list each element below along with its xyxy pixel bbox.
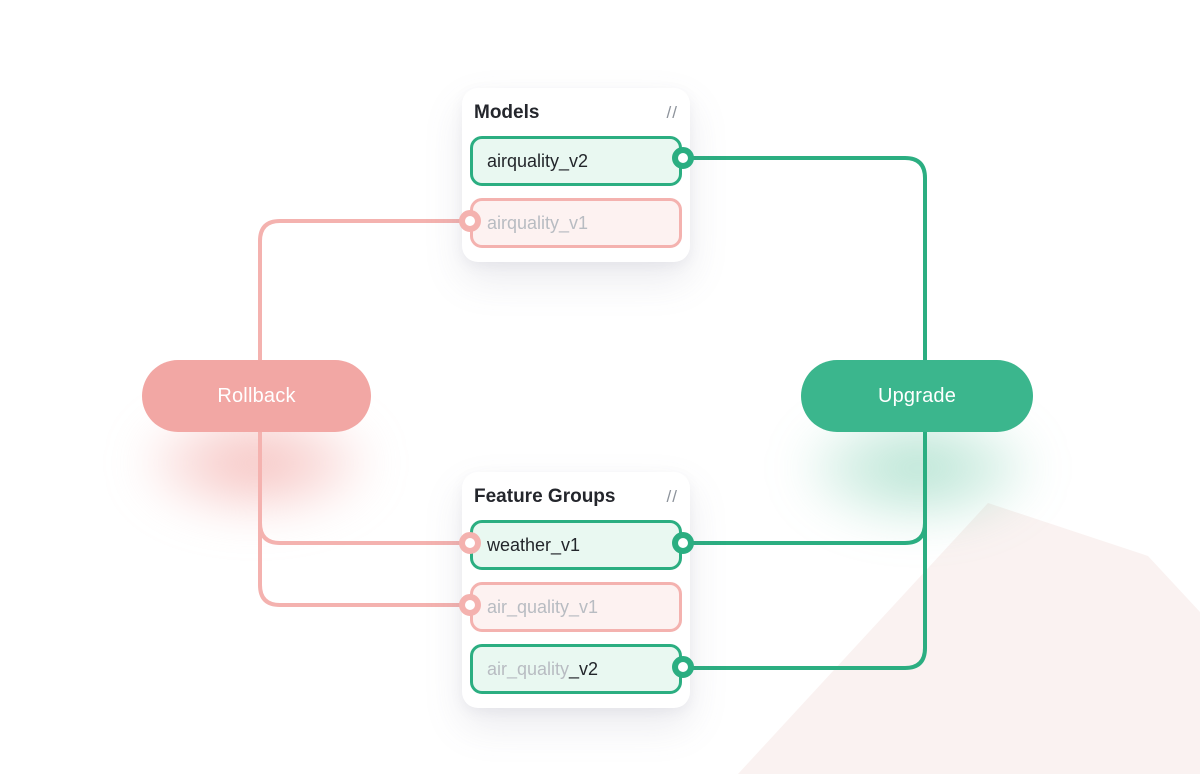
models-card: Models // airquality_v2 airquality_v1 [462, 88, 690, 262]
green-wire-branch-weather [683, 522, 927, 545]
node-weather-v1[interactable]: weather_v1 [470, 520, 682, 570]
connector-air-quality-v1-left [459, 594, 481, 616]
connector-weather-v1-right [672, 532, 694, 554]
connector-weather-v1-left [459, 532, 481, 554]
models-card-title: Models [474, 102, 540, 123]
feature-groups-card: Feature Groups // weather_v1 air_quality… [462, 472, 690, 708]
node-air-quality-v1[interactable]: air_quality_v1 [470, 582, 682, 632]
slashes-icon: // [666, 487, 678, 506]
pink-wire-branch-weather [258, 522, 470, 545]
models-card-header: Models // [470, 100, 682, 136]
rollback-button-label: Rollback [217, 384, 296, 407]
feature-groups-card-header: Feature Groups // [470, 484, 682, 520]
node-label: airquality_v2 [487, 150, 589, 171]
slashes-icon: // [666, 103, 678, 122]
node-label-typed-part: _v2 [569, 658, 599, 679]
node-label: weather_v1 [487, 534, 581, 555]
connector-airquality-v2-right [672, 147, 694, 169]
connector-air-quality-v2-right [672, 656, 694, 678]
connector-airquality-v1-left [459, 210, 481, 232]
node-air-quality-v2[interactable]: air_quality_v2 [470, 644, 682, 694]
node-label: airquality_v1 [487, 212, 589, 233]
node-airquality-v2[interactable]: airquality_v2 [470, 136, 682, 186]
upgrade-button-label: Upgrade [877, 384, 957, 407]
upgrade-button[interactable]: Upgrade [801, 360, 1033, 432]
node-airquality-v1[interactable]: airquality_v1 [470, 198, 682, 248]
node-label: air_quality_v1 [487, 596, 599, 617]
node-label-muted-part: air_quality [487, 658, 570, 679]
feature-groups-card-title: Feature Groups [474, 486, 616, 507]
rollback-button[interactable]: Rollback [142, 360, 371, 432]
